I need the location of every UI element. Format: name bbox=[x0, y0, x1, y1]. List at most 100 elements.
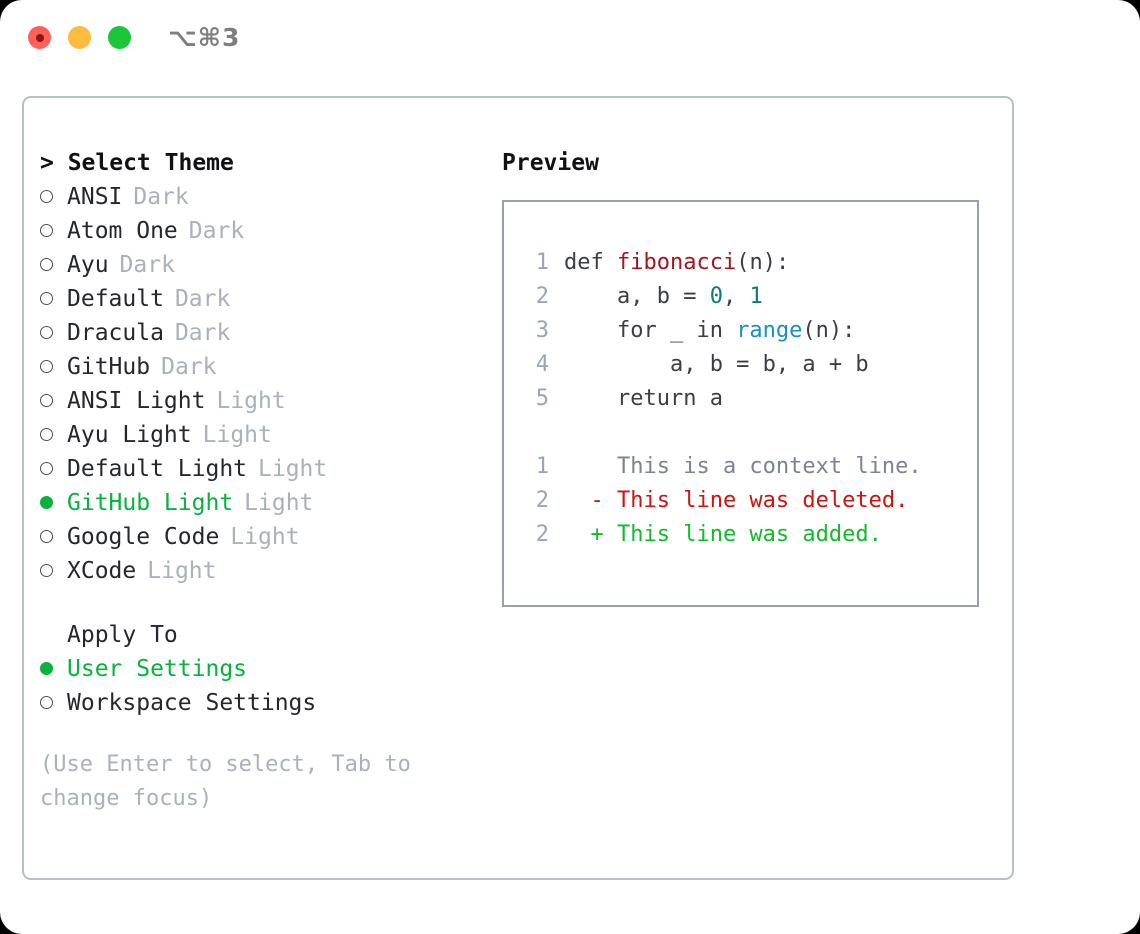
apply-to-label: User Settings bbox=[67, 656, 248, 682]
theme-variant-label: Dark bbox=[119, 252, 175, 278]
code-token-plain: a, b = b, a + b bbox=[564, 352, 869, 377]
radio-unselected-icon bbox=[40, 520, 67, 554]
diff-line-text: + This line was added. bbox=[564, 522, 882, 547]
theme-list-item[interactable]: ANSI Light Light bbox=[40, 384, 490, 418]
code-line: 3 for _ in range(n): bbox=[504, 314, 977, 348]
code-line-number: 3 bbox=[535, 318, 549, 343]
radio-circle bbox=[40, 496, 53, 509]
theme-list-item[interactable]: GitHub Light Light bbox=[40, 486, 490, 520]
theme-variant-label: Light bbox=[202, 422, 272, 448]
radio-unselected-icon bbox=[40, 282, 67, 316]
code-line-text: a, b = 0, 1 bbox=[549, 280, 763, 314]
radio-circle bbox=[40, 564, 53, 577]
diff-line-number: 2 bbox=[535, 488, 549, 513]
code-token-plain: for _ in bbox=[564, 318, 737, 343]
section-spacer bbox=[40, 588, 490, 618]
theme-variant-label: Light bbox=[244, 490, 314, 516]
title-bar: ⌥⌘3 bbox=[0, 0, 1140, 78]
radio-circle bbox=[40, 462, 53, 475]
radio-circle bbox=[40, 224, 53, 237]
radio-circle bbox=[40, 258, 53, 271]
radio-circle bbox=[40, 292, 53, 305]
code-line: 4 a, b = b, a + b bbox=[504, 348, 977, 382]
radio-circle bbox=[40, 428, 53, 441]
code-line: 2 a, b = 0, 1 bbox=[504, 280, 977, 314]
keyboard-hint-text: (Use Enter to select, Tab to change focu… bbox=[40, 752, 411, 811]
code-token-plain: , bbox=[722, 284, 750, 309]
theme-name-label: Google Code bbox=[67, 524, 220, 550]
radio-circle bbox=[40, 696, 53, 709]
diff-line-text: This is a context line. bbox=[564, 454, 922, 479]
diff-line: 2 - This line was deleted. bbox=[504, 484, 977, 518]
radio-unselected-icon bbox=[40, 554, 67, 588]
apply-to-label: Workspace Settings bbox=[67, 690, 317, 716]
code-token-builtin: range bbox=[736, 318, 803, 343]
theme-list-item[interactable]: Default Dark bbox=[40, 282, 490, 316]
radio-unselected-icon bbox=[40, 686, 67, 720]
code-token-plain: return a bbox=[564, 386, 723, 411]
code-token-plain: (n): bbox=[802, 318, 856, 343]
diff-sample: 1 This is a context line.2 - This line w… bbox=[504, 450, 977, 552]
code-line-text: return a bbox=[549, 382, 723, 416]
theme-variant-label: Light bbox=[216, 388, 286, 414]
theme-variant-label: Dark bbox=[133, 184, 189, 210]
minimize-window-button[interactable] bbox=[68, 26, 91, 49]
code-token-plain: a, b = bbox=[564, 284, 710, 309]
diff-line-number: 1 bbox=[535, 454, 549, 479]
code-token-num: 0 bbox=[709, 284, 723, 309]
theme-variant-label: Light bbox=[147, 558, 217, 584]
close-window-button[interactable] bbox=[28, 26, 51, 49]
radio-circle bbox=[40, 394, 53, 407]
diff-line-number: 2 bbox=[535, 522, 549, 547]
theme-variant-label: Dark bbox=[174, 286, 231, 312]
theme-name-label: Atom One bbox=[67, 218, 178, 244]
maximize-window-button[interactable] bbox=[108, 26, 131, 49]
radio-circle bbox=[40, 326, 53, 339]
theme-list-header: > Select Theme bbox=[40, 150, 234, 176]
radio-selected-icon bbox=[40, 486, 67, 520]
theme-name-label: GitHub Light bbox=[67, 490, 234, 516]
code-line-text: a, b = b, a + b bbox=[549, 348, 869, 382]
code-line-text: def fibonacci(n): bbox=[549, 246, 789, 280]
theme-name-label: Default bbox=[67, 286, 164, 312]
code-line-number: 5 bbox=[535, 386, 549, 411]
theme-variant-label: Dark bbox=[161, 354, 217, 380]
traffic-lights bbox=[28, 26, 131, 49]
apply-to-option[interactable]: Workspace Settings bbox=[40, 686, 490, 720]
code-line-number: 1 bbox=[535, 250, 549, 275]
radio-circle bbox=[40, 530, 53, 543]
theme-name-label: Dracula bbox=[67, 320, 164, 346]
radio-unselected-icon bbox=[40, 316, 67, 350]
radio-unselected-icon bbox=[40, 180, 67, 214]
code-token-num: 1 bbox=[749, 284, 763, 309]
radio-circle bbox=[40, 190, 53, 203]
apply-to-header: Apply To bbox=[67, 622, 178, 648]
theme-name-label: ANSI Light bbox=[67, 388, 206, 414]
apply-to-option[interactable]: User Settings bbox=[40, 652, 490, 686]
diff-line: 1 This is a context line. bbox=[504, 450, 977, 484]
radio-unselected-icon bbox=[40, 452, 67, 486]
code-line-number: 4 bbox=[535, 352, 549, 377]
theme-name-label: ANSI bbox=[67, 184, 123, 210]
radio-circle bbox=[40, 662, 53, 675]
radio-circle bbox=[40, 360, 53, 373]
diff-line: 2 + This line was added. bbox=[504, 518, 977, 552]
code-token-plain: def bbox=[564, 250, 617, 275]
theme-list-item[interactable]: ANSI Dark bbox=[40, 180, 490, 214]
radio-unselected-icon bbox=[40, 214, 67, 248]
